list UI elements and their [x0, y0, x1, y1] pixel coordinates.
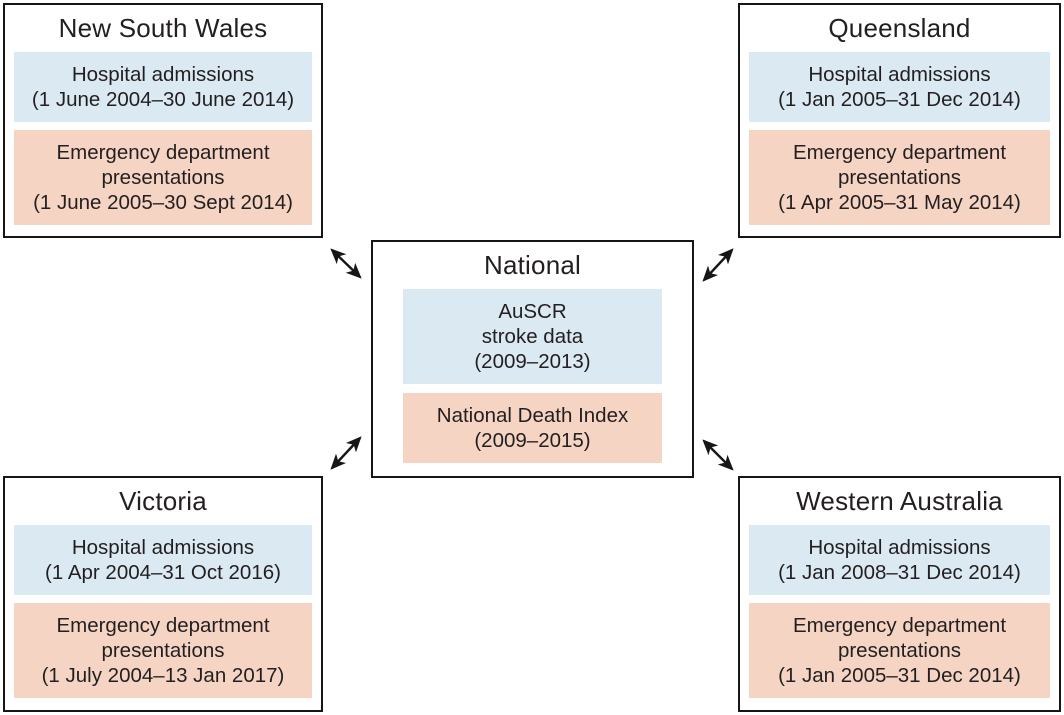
qld-hospital-admissions-panel: Hospital admissions (1 Jan 2005–31 Dec 2…: [749, 52, 1050, 123]
vic-hospital-admissions-panel: Hospital admissions (1 Apr 2004–31 Oct 2…: [14, 525, 312, 596]
arrow-qld-national: [702, 248, 734, 282]
arrow-wa-national: [702, 439, 734, 471]
nsw-emergency-presentations-panel: Emergency department presentations (1 Ju…: [14, 130, 312, 226]
vic-emergency-presentations-panel: Emergency department presentations (1 Ju…: [14, 603, 312, 699]
qld-title: Queensland: [828, 13, 971, 43]
qld-emergency-presentations-panel: Emergency department presentations (1 Ap…: [749, 130, 1050, 226]
arrow-vic-national: [330, 436, 362, 470]
node-national: National AuSCR stroke data (2009–2013) N…: [371, 240, 694, 478]
nsw-hospital-admissions-panel: Hospital admissions (1 June 2004–30 June…: [14, 52, 312, 123]
wa-emergency-presentations-panel: Emergency department presentations (1 Ja…: [749, 603, 1050, 699]
nsw-title: New South Wales: [58, 13, 268, 43]
node-victoria: Victoria Hospital admissions (1 Apr 2004…: [3, 476, 323, 712]
node-queensland: Queensland Hospital admissions (1 Jan 20…: [738, 3, 1061, 238]
arrow-nsw-national: [330, 248, 362, 279]
node-new-south-wales: New South Wales Hospital admissions (1 J…: [3, 3, 323, 238]
national-title: National: [484, 250, 581, 280]
vic-title: Victoria: [119, 486, 207, 516]
node-western-australia: Western Australia Hospital admissions (1…: [738, 476, 1061, 712]
national-auscr-panel: AuSCR stroke data (2009–2013): [403, 289, 662, 385]
wa-hospital-admissions-panel: Hospital admissions (1 Jan 2008–31 Dec 2…: [749, 525, 1050, 596]
wa-title: Western Australia: [796, 486, 1003, 516]
national-death-index-panel: National Death Index (2009–2015): [403, 393, 662, 464]
